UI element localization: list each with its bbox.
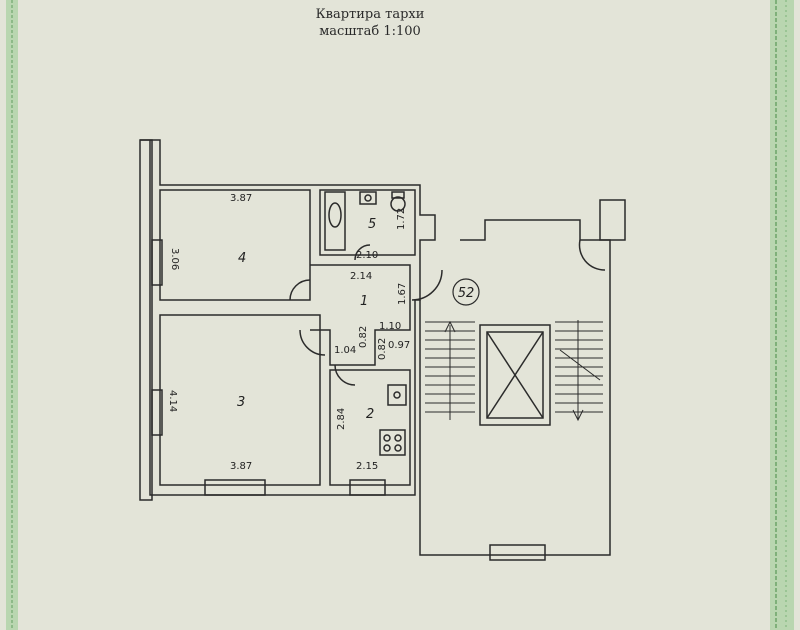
room-3-wall <box>159 314 321 486</box>
dim-r3-width: 3.87 <box>230 461 252 472</box>
window-room-2-bottom <box>349 479 386 496</box>
room-number-2: 2 <box>366 407 374 422</box>
window-room-3 <box>151 389 163 436</box>
apartment-number-circle <box>452 278 480 306</box>
dim-r3-height: 4.14 <box>167 390 178 412</box>
room-4-wall <box>159 189 311 301</box>
dim-r1-top: 2.14 <box>350 271 372 282</box>
dim-r5-height: 1.72 <box>396 208 407 230</box>
dim-r4-height: 3.06 <box>169 248 180 270</box>
apartment-outer-wall <box>140 139 436 496</box>
wall-double-line <box>139 139 153 501</box>
room-1-wall <box>310 264 411 366</box>
dim-corr-d: 1.04 <box>334 345 356 356</box>
bathtub <box>324 191 346 251</box>
window-room-3-bottom <box>204 479 266 496</box>
dim-corr-c: 0.97 <box>388 340 410 351</box>
dim-r5-width: 2.10 <box>356 250 378 261</box>
room-number-5: 5 <box>368 217 376 232</box>
room-number-1: 1 <box>360 294 368 309</box>
dim-r4-width: 3.87 <box>230 193 252 204</box>
stove <box>379 429 406 456</box>
room-2-wall <box>329 369 411 486</box>
dim-r1-side: 1.67 <box>397 283 408 305</box>
kitchen-sink <box>387 384 407 406</box>
dim-corr-b: 0.82 <box>377 338 388 360</box>
window-room-4 <box>151 239 163 286</box>
room-5-wall <box>319 189 416 256</box>
stairwell-window <box>489 544 546 561</box>
plan-title: Квартира тархи <box>315 7 425 22</box>
dim-r2-height: 2.84 <box>336 408 347 430</box>
dim-r1-bottom: 1.10 <box>379 321 401 332</box>
dim-corr-a: 0.82 <box>358 326 369 348</box>
plan-scale: масштаб 1:100 <box>319 24 421 39</box>
sink <box>359 191 377 205</box>
room-number-3: 3 <box>237 395 245 410</box>
dim-r2-width: 2.15 <box>356 461 378 472</box>
stairwell-wall <box>419 219 611 556</box>
toilet <box>390 196 406 212</box>
apartment-number: 52 <box>458 286 475 301</box>
room-number-4: 4 <box>238 251 246 266</box>
elevator-shaft <box>479 324 551 426</box>
